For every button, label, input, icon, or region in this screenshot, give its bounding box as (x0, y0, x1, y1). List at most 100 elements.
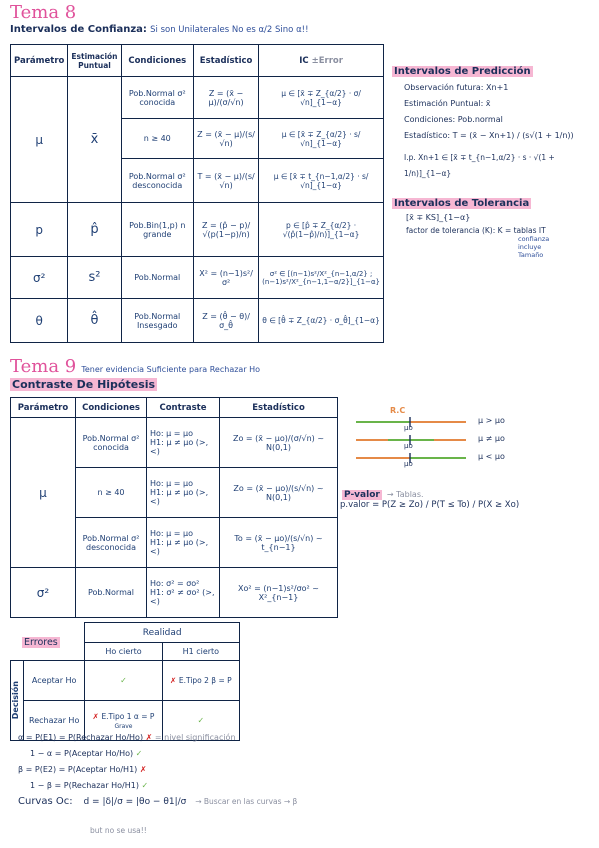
t2-stat: Zo = (x̄ − μo)/(s/√n) ~ N(0,1) (219, 467, 338, 518)
prediction-title-text: Intervalos de Predicción (392, 66, 533, 77)
t1-cond: n ≥ 40 (120, 118, 195, 159)
t1-ic: σ² ∈ [(n−1)s²/X²_{n−1,α/2} ; (n−1)s²/X²_… (258, 256, 384, 299)
tolerance-formula: [x̄ ∓ KS]_{1−α} (406, 213, 471, 222)
tolerance-note: Tamaño (518, 251, 544, 259)
t1-header-param: Parámetro (9, 44, 69, 77)
tolerance-note: incluye (518, 243, 542, 251)
t1-row: Pob.Normal σ² desconocida T = (x̄ − μ)/(… (11, 158, 384, 203)
t2-row: μ Pob.Normal σ² conocida Ho: μ = μo H1: … (10, 417, 338, 568)
t1-stat: Z = (x̄ − μ)/(s/√n) (192, 118, 260, 159)
t1-stat: Z = (p̂ − p)/√(p(1−p)/n) (192, 202, 260, 257)
tema8-heading: Tema 8 (10, 2, 76, 23)
pvalue-formula: p.valor = P(Z ≥ Zo) / P(T ≤ To) / P(X ≥ … (340, 500, 520, 510)
t1-est-thetahat: θ̂ (67, 298, 122, 343)
errors-title: Errores (22, 637, 60, 648)
tema8-subtitle-main: Intervalos de Confianza: (10, 24, 147, 35)
pvalue-heading: P-valor → Tablas. (342, 482, 424, 501)
t2-header-cond: Condiciones (75, 397, 147, 418)
t1-stat: T = (x̄ − μ)/(s/√n) (192, 158, 260, 203)
error-prob-text: β = P(E2) = P(Aceptar Ho/H1) (18, 765, 138, 774)
t2-cond: Pob.Normal σ² desconocida (75, 517, 147, 568)
t1-cond: Pob.Bin(1,p) n grande (120, 202, 195, 257)
t2-param-mu: μ (10, 417, 76, 568)
errors-row-label: Rechazar Ho (23, 700, 86, 741)
t1-stat: Z = (θ̂ − θ)/σ_θ̂ (192, 298, 260, 343)
t2-h0: Ho: σ² = σo² (150, 579, 200, 588)
pvalue-label-text: P-valor (342, 490, 382, 500)
t2-header-contraste: Contraste (146, 397, 220, 418)
t1-header-cond: Condiciones (120, 44, 195, 77)
t2-h1: H1: μ ≠ μo (>,<) (150, 488, 209, 506)
errors-title-text: Errores (22, 637, 60, 648)
rc-label: R.C (390, 398, 405, 417)
t1-ic: θ ∈ [θ̂ ∓ Z_{α/2} · σ_θ̂]_{1−α} (258, 298, 384, 343)
confidence-intervals-table: Parámetro Estimación Puntual Condiciones… (9, 44, 384, 343)
errors-decision-text: Decisión (11, 681, 20, 720)
tema9-subtitle: Tener evidencia Suficiente para Rechazar… (81, 365, 261, 374)
error-probabilities: α = P(E1) = P(Rechazar Ho/Ho) ✗ = nivel … (18, 730, 236, 794)
t1-ic: μ ∈ [x̄ ∓ Z_{α/2} · σ/√n]_{1−α} (258, 76, 384, 119)
t2-h0: Ho: μ = μo (150, 529, 194, 538)
t1-ic: p ∈ [p̂ ∓ Z_{α/2} · √(p̂(1−p̂)/n)]_{1−α} (258, 202, 384, 257)
rc-label-text: R.C (390, 406, 406, 415)
error-prob-text: 1 − β = P(Rechazar Ho/H1) (30, 781, 139, 790)
t2-stat: Zo = (x̄ − μo)/(σ/√n) ~ N(0,1) (219, 417, 338, 468)
error-prob-note: = nivel significación (154, 733, 236, 742)
tema9-title: Tema 9 (10, 356, 77, 377)
errors-col-header: H1 cierto (161, 642, 241, 661)
t1-row: θ θ̂ Pob.Normal Insesgado Z = (θ̂ − θ)/σ… (9, 298, 384, 343)
t1-row: μ x̄ Pob.Normal σ² conocida Z = (x̄ − μ)… (9, 76, 384, 203)
rc-mu0: μo (404, 460, 413, 468)
contraste-heading: Contraste De Hipótesis (10, 378, 158, 391)
t1-cond: Pob.Normal σ² desconocida (120, 158, 195, 203)
errors-grave: Grave (114, 722, 133, 730)
error-prob-text: α = P(E1) = P(Rechazar Ho/Ho) (18, 733, 144, 742)
prediction-line: Observación futura: Xn+1 (404, 83, 509, 92)
t2-stat: To = (x̄ − μo)/(s/√n) ~ t_{n−1} (219, 517, 338, 568)
t1-cond: Pob.Normal Insesgado (120, 298, 195, 343)
t2-cond: Pob.Normal σ² conocida (75, 417, 147, 468)
errors-row-label: Aceptar Ho (23, 660, 86, 701)
error-prob-line: α = P(E1) = P(Rechazar Ho/Ho) ✗ = nivel … (18, 730, 236, 746)
errors-cell-correct: ✓ (84, 660, 163, 701)
errors-type1-text: E.Tipo 1 α = P (101, 711, 155, 721)
t1-row: σ² s² Pob.Normal X² = (n−1)s²/σ² σ² ∈ [(… (9, 256, 384, 299)
curvas-note: → Buscar en las curvas → β (195, 797, 298, 806)
t2-contraste: Ho: μ = μo H1: μ ≠ μo (>,<) (146, 467, 220, 518)
t2-h1: H1: μ ≠ μo (>,<) (150, 438, 209, 456)
tolerance-intervals: Intervalos de Tolerancia [x̄ ∓ KS]_{1−α}… (392, 198, 596, 259)
t1-row: n ≥ 40 Z = (x̄ − μ)/(s/√n) μ ∈ [x̄ ∓ Z_{… (11, 118, 384, 159)
t2-h0: Ho: μ = μo (150, 479, 194, 488)
t2-header-stat: Estadístico (219, 397, 338, 418)
prediction-line: Estadístico: T = (x̄ − Xn+1) / (s√(1 + 1… (404, 131, 574, 140)
hypothesis-tests-table: Parámetro Condiciones Contraste Estadíst… (10, 397, 338, 618)
t2-row: σ² Pob.Normal Ho: σ² = σo² H1: σ² ≠ σo² … (10, 567, 338, 618)
rc-mu0: μo (404, 442, 413, 450)
error-prob-text: 1 − α = P(Aceptar Ho/Ho) (30, 749, 134, 758)
t1-stat: X² = (n−1)s²/σ² (192, 256, 260, 299)
error-prob-mark: ✓ (135, 749, 143, 758)
errors-col-header: Ho cierto (84, 642, 163, 661)
t1-ic: μ ∈ [x̄ ∓ Z_{α/2} · s/√n]_{1−α} (258, 118, 384, 159)
t2-contraste: Ho: μ = μo H1: μ ≠ μo (>,<) (146, 517, 220, 568)
t1-param-mu: μ (9, 76, 69, 203)
t1-cond: Pob.Normal (120, 256, 195, 299)
tolerance-factor: factor de tolerancia (K): K = tablas IT (406, 226, 546, 235)
errors-cell-type2: ✗ E.Tipo 2 β = P (161, 660, 241, 701)
rc-hyp: μ > μo (478, 416, 505, 425)
t2-h0: Ho: μ = μo (150, 429, 194, 438)
prediction-line: Condiciones: Pob.normal (404, 115, 503, 124)
t1-row: p p̂ Pob.Bin(1,p) n grande Z = (p̂ − p)/… (9, 202, 384, 257)
t1-stat: Z = (x̄ − μ)/(σ/√n) (192, 76, 260, 119)
error-prob-mark: ✗ (139, 765, 147, 774)
errors-table: Realidad Ho cierto H1 cierto Decisión Ac… (9, 622, 241, 741)
curvas-footer: but no se usa!! (90, 826, 147, 835)
errors-decision: Decisión (9, 660, 25, 741)
tolerance-title-text: Intervalos de Tolerancia (392, 198, 532, 209)
curvas-formula: d = |δ|/σ = |θo − θ1|/σ (83, 797, 187, 807)
t1-header-error-label: ±Error (311, 55, 343, 66)
t2-contraste: Ho: σ² = σo² H1: σ² ≠ σo² (>,<) (146, 567, 220, 618)
t2-h1: H1: μ ≠ μo (>,<) (150, 538, 209, 556)
error-prob-mark: ✗ (145, 733, 153, 742)
curvas-oc: Curvas Oc: d = |δ|/σ = |θo − θ1|/σ → Bus… (18, 796, 297, 807)
